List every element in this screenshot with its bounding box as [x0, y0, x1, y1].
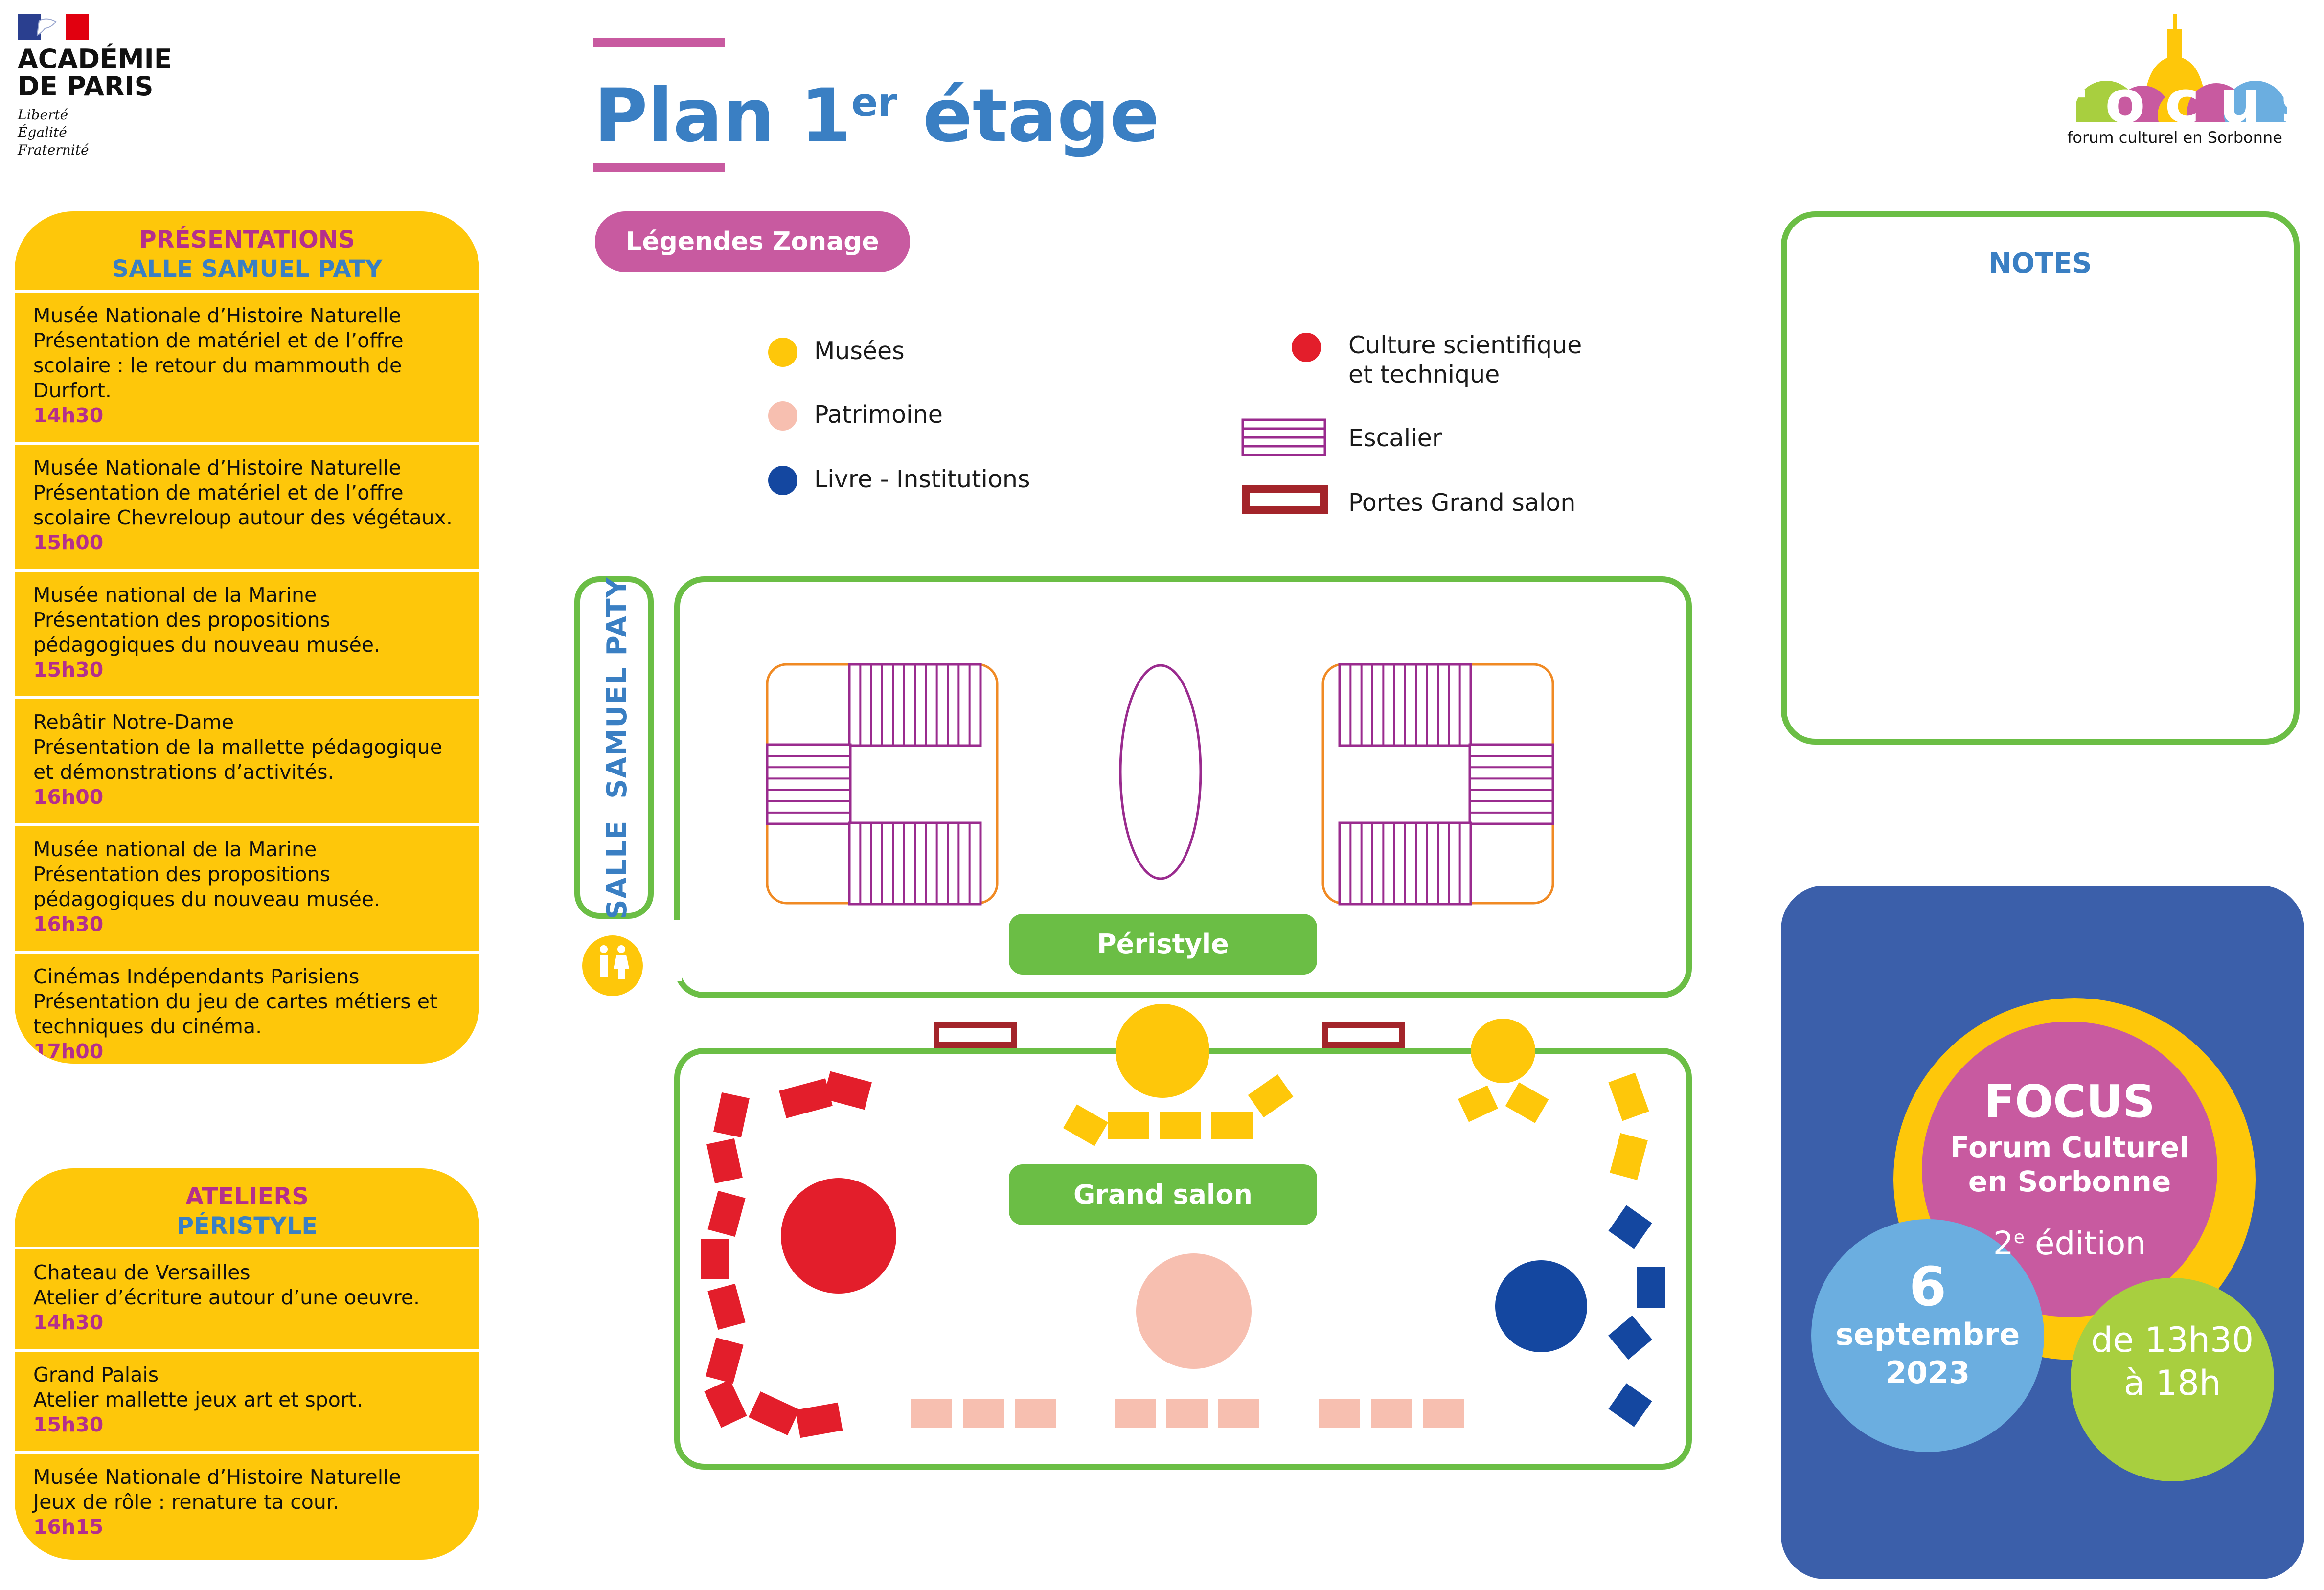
academie-logo: ACADÉMIE DE PARIS Liberté Égalité Frater…	[18, 14, 194, 165]
legend-culture-1: Culture scientifique	[1348, 331, 1582, 359]
sorbonne-dome-icon	[2074, 14, 2287, 122]
academie-line2: DE PARIS	[18, 71, 154, 102]
livre-swatch-icon	[768, 466, 797, 495]
item-description: Atelier mallette jeux art et sport.	[33, 1388, 363, 1411]
presentations-title: PRÉSENTATIONS	[139, 226, 355, 253]
item-time: 16h15	[33, 1515, 104, 1539]
legend-escalier: Escalier	[1348, 424, 1442, 452]
patrimoine-zone	[911, 1253, 1464, 1428]
focus-logo-word: focus	[2060, 68, 2324, 136]
item-description: Présentation de matériel et de l’offre s…	[33, 481, 453, 529]
event-name: FOCUS	[1984, 1075, 2155, 1128]
item-description: Atelier d’écriture autour d’une oeuvre.	[33, 1286, 420, 1309]
event-circles	[1811, 998, 2274, 1481]
notes-box[interactable]: NOTES	[1781, 211, 2300, 745]
door-left	[934, 1022, 1017, 1048]
grand-salon-label[interactable]: Grand salon	[1009, 1164, 1317, 1225]
event-day: 6	[1909, 1255, 1947, 1318]
door-right	[1322, 1022, 1405, 1048]
culture-zone	[701, 1071, 896, 1438]
item-organization: Grand Palais	[33, 1363, 159, 1386]
legend-musees: Musées	[814, 337, 905, 365]
legend-livre: Livre - Institutions	[814, 465, 1030, 493]
marianne-flag-icon	[18, 14, 89, 40]
event-hours-2: à 18h	[2123, 1363, 2221, 1403]
motto-liberte: Liberté	[18, 107, 68, 123]
legend-swatches	[768, 333, 1328, 514]
item-time: 14h30	[33, 1311, 104, 1334]
item-description: Présentation de matériel et de l’offre s…	[33, 329, 404, 402]
legend-portes: Portes Grand salon	[1348, 489, 1576, 517]
page-title: Plan 1er étage	[594, 73, 1160, 159]
event-hours-1: de 13h30	[2091, 1320, 2254, 1360]
item-description: Présentation du jeu de cartes métiers et…	[33, 990, 438, 1038]
item-description: Présentation des propositions pédagogiqu…	[33, 863, 381, 911]
ateliers-panel: ATELIERS PÉRISTYLE Chateau de Versailles…	[15, 1168, 479, 1560]
item-time: 17h00	[33, 1040, 104, 1063]
focus-logo: focus forum culturel en Sorbonne	[2060, 10, 2324, 147]
ateliers-subtitle: PÉRISTYLE	[176, 1212, 318, 1240]
item-time: 15h00	[33, 531, 104, 554]
item-description: Présentation de la mallette pédagogique …	[33, 735, 442, 784]
item-organization: Musée national de la Marine	[33, 583, 317, 607]
item-description: Jeux de rôle : renature ta cour.	[33, 1490, 339, 1514]
title-bar-bottom	[593, 163, 725, 172]
culture-swatch-icon	[1292, 333, 1321, 362]
escalier-swatch-icon	[1241, 418, 1326, 456]
notes-title: NOTES	[1988, 248, 2092, 279]
musees-zone	[1063, 1004, 1649, 1181]
legend-button[interactable]: Légendes Zonage	[595, 211, 910, 272]
item-time: 16h00	[33, 785, 104, 809]
musees-swatch-icon	[768, 338, 797, 367]
item-time: 15h30	[33, 658, 104, 681]
ateliers-title: ATELIERS	[185, 1183, 309, 1210]
item-organization: Cinémas Indépendants Parisiens	[33, 965, 360, 988]
presentations-panel: PRÉSENTATIONS SALLE SAMUEL PATY Musée Na…	[15, 211, 479, 1064]
salle-samuel-paty-label: SALLE SAMUEL PATY	[601, 576, 633, 919]
staircase-right	[1321, 663, 1554, 906]
focus-logo-tagline: forum culturel en Sorbonne	[2067, 128, 2282, 147]
toilets-icon	[582, 935, 643, 996]
item-time: 15h30	[33, 1413, 104, 1436]
item-organization: Rebâtir Notre-Dame	[33, 710, 234, 734]
title-bar-top	[593, 38, 725, 47]
portes-swatch-icon	[1242, 485, 1328, 514]
motto-egalite: Égalité	[18, 124, 67, 140]
event-year: 2023	[1885, 1355, 1970, 1390]
item-time: 16h30	[33, 912, 104, 936]
patrimoine-swatch-icon	[768, 401, 797, 431]
item-organization: Musée Nationale d’Histoire Naturelle	[33, 304, 401, 327]
legend-patrimoine: Patrimoine	[814, 401, 943, 429]
item-organization: Musée Nationale d’Histoire Naturelle	[33, 456, 401, 479]
peristyle-ellipse	[1119, 664, 1202, 880]
motto-fraternite: Fraternité	[18, 142, 89, 158]
item-organization: Musée national de la Marine	[33, 838, 317, 861]
event-line2: en Sorbonne	[1968, 1165, 2171, 1198]
item-organization: Musée Nationale d’Histoire Naturelle	[33, 1465, 401, 1489]
item-organization: Chateau de Versailles	[33, 1261, 251, 1284]
event-edition: 2e édition	[1993, 1225, 2146, 1262]
item-description: Présentation des propositions pédagogiqu…	[33, 608, 381, 657]
staircase-left	[766, 663, 999, 906]
event-month: septembre	[1835, 1317, 2020, 1352]
salle-samuel-paty-room[interactable]	[574, 576, 654, 919]
event-card: FOCUS Forum Culturel en Sorbonne 2e édit…	[1781, 886, 2304, 1579]
legend-culture-2: et technique	[1348, 361, 1500, 388]
presentations-subtitle: SALLE SAMUEL PATY	[112, 255, 383, 283]
livre-zone	[1495, 1205, 1665, 1427]
floor-plan	[574, 576, 1692, 1470]
peristyle-label[interactable]: Péristyle	[1009, 914, 1317, 975]
item-time: 14h30	[33, 404, 104, 427]
academie-line1: ACADÉMIE	[18, 44, 172, 74]
event-line1: Forum Culturel	[1950, 1131, 2189, 1164]
